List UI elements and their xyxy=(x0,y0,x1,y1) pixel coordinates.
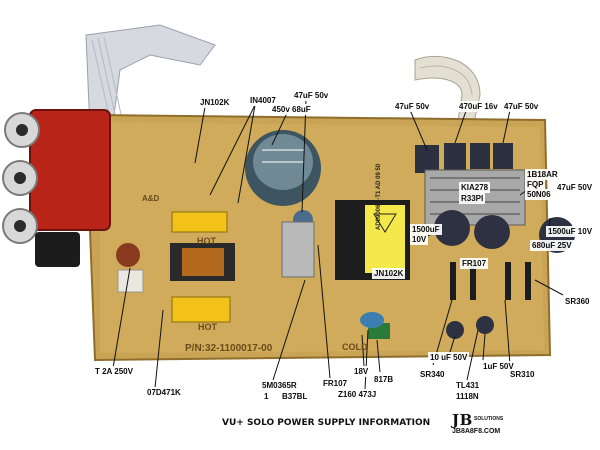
board-maker-text: A&D xyxy=(142,194,160,203)
label-kia278: KIA278 xyxy=(459,182,491,193)
diodes xyxy=(450,262,531,300)
label-cap-1uf: 1uF 50V xyxy=(481,361,516,372)
board-hot-text-2: HOT xyxy=(198,322,217,332)
yellow-cap-1 xyxy=(171,211,228,233)
brand-site: JB8A8F8.COM xyxy=(452,428,501,435)
transformer-print: AD09006M-T1 AD 09 50 xyxy=(376,163,382,230)
label-cap-680uf: 680uF 25V xyxy=(530,240,574,251)
label-cap-470uf: 470uF 16v xyxy=(457,101,500,112)
label-ic-code-1: 1 xyxy=(262,391,271,402)
label-fqp: FQP xyxy=(525,179,546,190)
board-hot-text-1: HOT xyxy=(197,236,216,246)
label-fuse: T 2A 250V xyxy=(93,366,135,377)
label-fr107-right: FR107 xyxy=(460,258,489,269)
label-cap-47uf-c: 47uF 50v xyxy=(502,101,541,112)
label-cap-1500uf-a-v: 10V xyxy=(410,234,429,245)
image-caption: VU+ SOLO POWER SUPPLY INFORMATION xyxy=(222,418,431,428)
choke xyxy=(170,243,235,281)
cap-z160 xyxy=(360,312,384,328)
yellow-cap-2 xyxy=(171,296,231,323)
transformer xyxy=(335,200,410,280)
label-cap-10uf: 10 uF 50V xyxy=(428,352,470,363)
fuse-component xyxy=(116,243,140,267)
label-tl431-code: 1118N xyxy=(454,391,481,402)
label-jn102k-mid: JN102K xyxy=(372,268,406,279)
label-sr340: SR340 xyxy=(418,369,447,380)
label-cap-1500uf-a: 1500uF xyxy=(410,224,442,235)
label-cap-47uf-right: 47uF 50V xyxy=(555,182,595,193)
label-in4007: IN4007 xyxy=(248,95,278,106)
heatsink-left xyxy=(281,221,315,278)
big-electrolytic-cap xyxy=(245,130,321,206)
rca-connectors xyxy=(2,109,111,244)
brand-logo: JB xyxy=(452,411,473,429)
board-part-number: P/N:32-1100017-00 xyxy=(185,343,273,354)
label-jn102k-top: JN102K xyxy=(198,97,232,108)
label-sr310: SR310 xyxy=(508,369,537,380)
label-varistor: 07D471K xyxy=(145,387,183,398)
label-tl431: TL431 xyxy=(454,380,482,391)
label-cap-450v: 450v 68uF xyxy=(270,104,313,115)
label-cap-z160: Z160 473J xyxy=(336,389,379,400)
label-fr107-left: FR107 xyxy=(321,378,350,389)
white-connector xyxy=(117,269,144,293)
label-ic-5m0365r: 5M0365R xyxy=(260,380,299,391)
label-sr360: SR360 xyxy=(563,296,592,307)
label-r33pi: R33PI xyxy=(459,193,486,204)
black-jack xyxy=(35,232,80,267)
brand-tagline: SOLUTIONS xyxy=(474,416,504,422)
small-caps-top xyxy=(415,143,513,173)
label-cap-1500uf-b: 1500uF 10V xyxy=(546,226,595,237)
label-zener-18v: 18V xyxy=(352,366,371,377)
label-50n06: 50N06 xyxy=(525,189,553,200)
label-cap-47uf-b: 47uF 50v xyxy=(393,101,432,112)
label-cap-47uf-a: 47uF 50v xyxy=(292,90,331,101)
label-ic-b37bl: B37BL xyxy=(280,391,310,402)
label-opto-817b: 817B xyxy=(372,374,396,385)
board-cold-text: COLD xyxy=(342,342,368,352)
label-1b18ar: 1B18AR xyxy=(525,169,560,180)
